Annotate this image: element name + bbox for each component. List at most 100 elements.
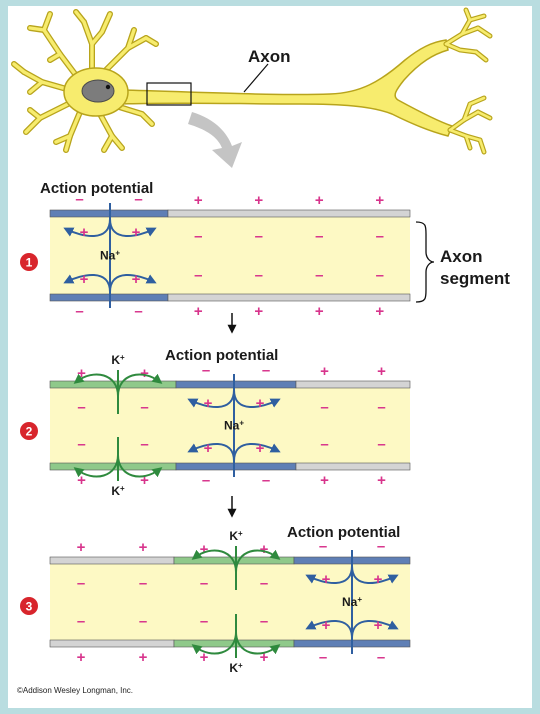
step-number: 3	[26, 600, 33, 614]
membrane-top-section	[295, 380, 411, 389]
outer-positive-charge: +	[315, 192, 324, 209]
inner-negative-charge: –	[194, 228, 202, 245]
outer-positive-charge: +	[139, 649, 148, 666]
membrane-bottom-section	[295, 462, 411, 471]
outer-negative-charge: –	[319, 649, 327, 666]
axon-pointer-line	[243, 63, 269, 93]
outer-positive-charge: +	[77, 649, 86, 666]
inner-positive-charge: +	[80, 224, 89, 241]
outer-positive-charge: +	[77, 365, 86, 382]
sodium-influx-arrow	[305, 619, 353, 639]
membrane-bottom-section	[175, 462, 297, 471]
inner-negative-charge: –	[139, 575, 147, 592]
outer-positive-charge: +	[320, 363, 329, 380]
axon-cytoplasm	[50, 388, 410, 463]
inner-negative-charge: –	[315, 267, 323, 284]
membrane-bottom-section	[167, 293, 411, 302]
dendrites-fill	[12, 10, 158, 152]
inner-positive-charge: +	[80, 271, 89, 288]
step-number: 2	[26, 425, 33, 439]
potassium-efflux-arrow	[117, 373, 163, 397]
inner-negative-charge: –	[77, 575, 85, 592]
inner-negative-charge: –	[377, 436, 385, 453]
neuron-illustration: Axon	[11, 7, 493, 168]
inner-positive-charge: +	[132, 224, 141, 241]
inner-negative-charge: –	[377, 399, 385, 416]
outer-positive-charge: +	[377, 472, 386, 489]
outer-positive-charge: +	[200, 649, 209, 666]
outer-negative-charge: –	[75, 303, 83, 320]
step-badge	[20, 253, 38, 271]
membrane-bottom-section	[49, 639, 175, 648]
membrane-top-section	[167, 209, 411, 218]
axon-segment-label-line2: segment	[440, 269, 510, 288]
outer-negative-charge: –	[262, 362, 270, 379]
inner-positive-charge: +	[374, 571, 383, 588]
axon-segment-panel: ++––++––––––++––++––Na+++++K+K+2	[20, 353, 411, 499]
sodium-influx-arrow	[109, 273, 157, 293]
outer-negative-charge: –	[377, 538, 385, 555]
step-badge	[20, 422, 38, 440]
axon-segment-brace	[415, 221, 435, 303]
inner-positive-charge: +	[322, 571, 331, 588]
outer-positive-charge: +	[260, 649, 269, 666]
axon-label: Axon	[248, 47, 291, 66]
outer-positive-charge: +	[77, 539, 86, 556]
outer-positive-charge: +	[377, 363, 386, 380]
axon-segments: – – – – + + – – + + – – + + – – + + – – Na+ + + + +1 + + – – + + – – – – – –…	[20, 191, 411, 675]
action-potential-label-1: Action potential	[40, 180, 153, 197]
nucleolus	[105, 84, 111, 90]
potassium-ion-label-bottom: K+	[111, 484, 125, 499]
potassium-efflux-arrow	[73, 373, 119, 397]
inner-negative-charge: –	[320, 399, 328, 416]
step-badge	[20, 597, 38, 615]
membrane-top-section	[175, 380, 297, 389]
inner-positive-charge: +	[204, 395, 213, 412]
inner-negative-charge: –	[140, 436, 148, 453]
sodium-influx-arrow	[63, 218, 111, 238]
outer-positive-charge: +	[320, 472, 329, 489]
sodium-influx-arrow	[351, 565, 399, 585]
potassium-efflux-arrow	[117, 454, 163, 478]
inner-negative-charge: –	[77, 436, 85, 453]
inner-positive-charge: +	[256, 440, 265, 457]
outer-positive-charge: +	[194, 192, 203, 209]
outer-positive-charge: +	[77, 472, 86, 489]
zoom-box	[146, 82, 192, 106]
outer-positive-charge: +	[139, 539, 148, 556]
outer-negative-charge: –	[202, 362, 210, 379]
outer-positive-charge: +	[140, 365, 149, 382]
sodium-influx-arrow	[109, 218, 157, 238]
inner-negative-charge: –	[194, 267, 202, 284]
outer-positive-charge: +	[140, 472, 149, 489]
outer-positive-charge: +	[200, 541, 209, 558]
inner-negative-charge: –	[320, 436, 328, 453]
outer-positive-charge: +	[194, 303, 203, 320]
sodium-influx-arrow	[187, 389, 235, 409]
step-number: 1	[26, 256, 33, 270]
axon-segment-panel: ––––++––++––++––++––Na+++++1	[20, 191, 411, 320]
outer-negative-charge: –	[134, 303, 142, 320]
copyright-credit: ©Addison Wesley Longman, Inc.	[17, 686, 133, 695]
axon-segment-label-line1: Axon	[440, 247, 483, 266]
zoom-guide-arrow	[188, 112, 242, 168]
membrane-top-section	[49, 556, 175, 565]
inner-positive-charge: +	[322, 617, 331, 634]
inner-negative-charge: –	[77, 399, 85, 416]
inner-negative-charge: –	[139, 613, 147, 630]
inner-negative-charge: –	[260, 613, 268, 630]
potassium-efflux-arrow	[191, 631, 237, 655]
outer-positive-charge: +	[260, 541, 269, 558]
potassium-efflux-arrow	[235, 631, 281, 655]
outer-negative-charge: –	[134, 191, 142, 208]
inner-negative-charge: –	[255, 267, 263, 284]
inner-positive-charge: +	[256, 395, 265, 412]
potassium-efflux-arrow	[73, 454, 119, 478]
action-potential-label-2: Action potential	[165, 347, 278, 364]
action-potential-label-3: Action potential	[287, 524, 400, 541]
outer-positive-charge: +	[315, 303, 324, 320]
sodium-ion-label: Na+	[342, 595, 362, 610]
inner-negative-charge: –	[255, 228, 263, 245]
inner-positive-charge: +	[374, 617, 383, 634]
